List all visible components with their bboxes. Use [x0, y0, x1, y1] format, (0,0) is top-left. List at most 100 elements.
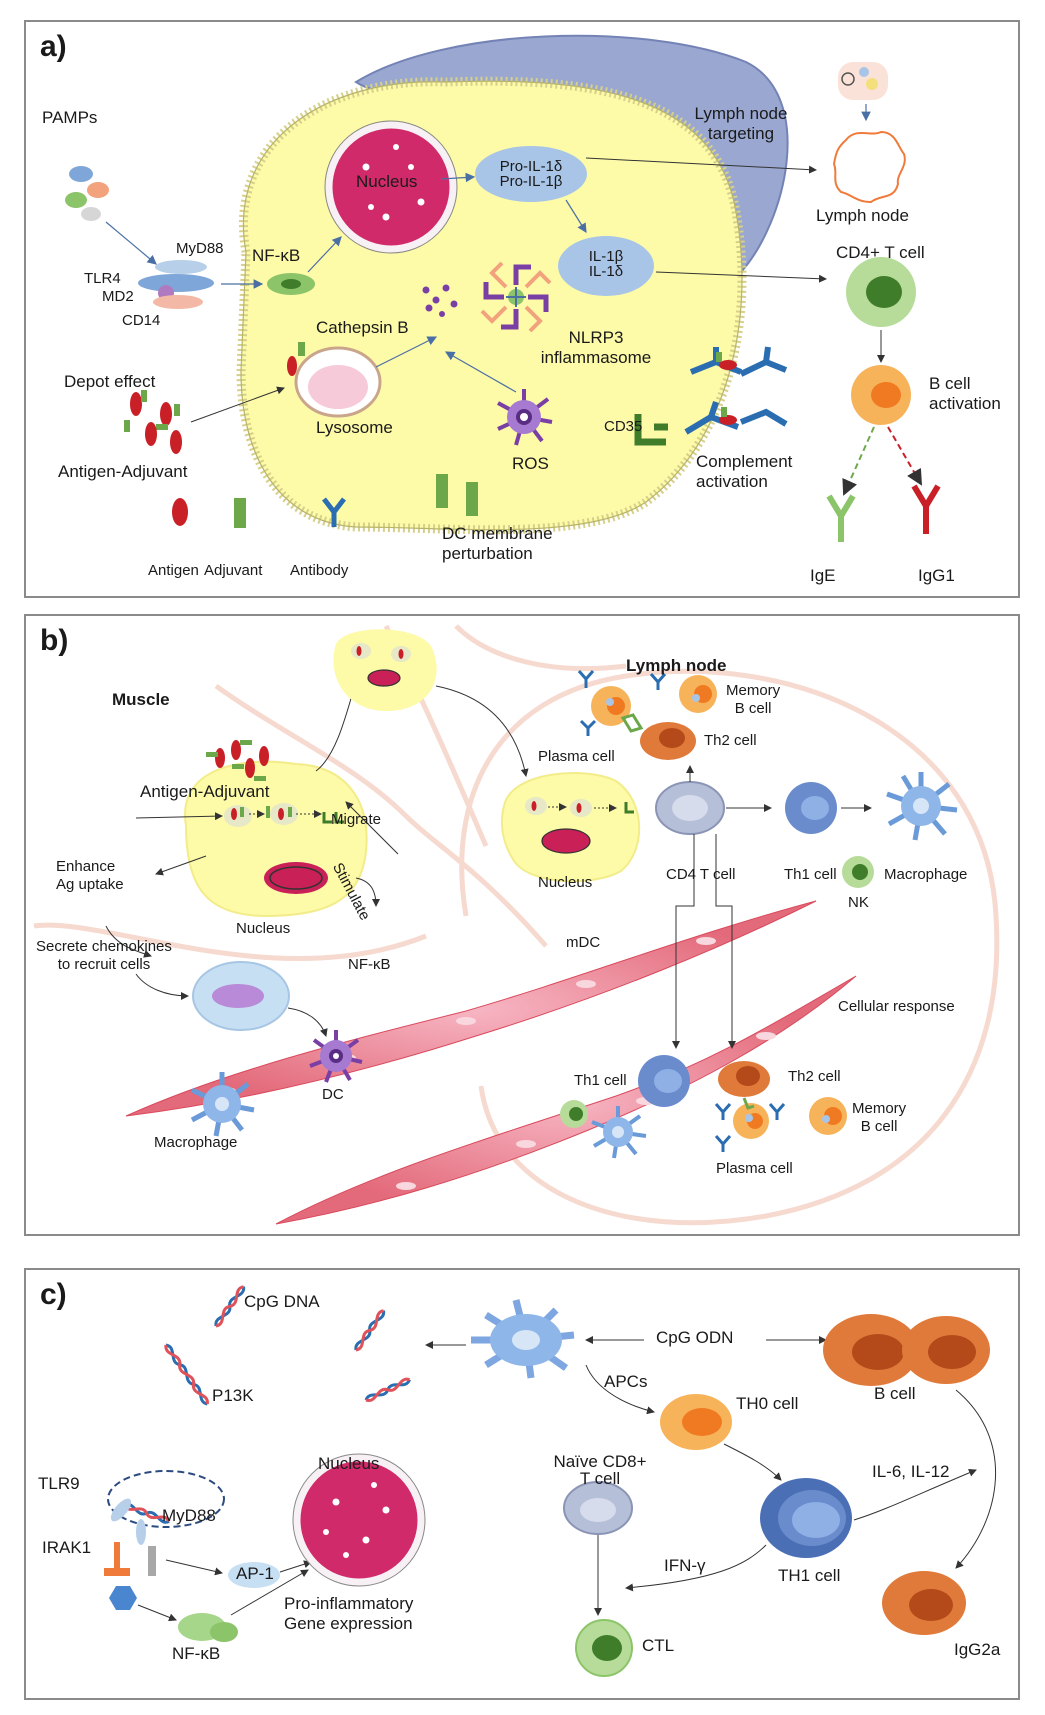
b-cell-line1: B cell — [929, 374, 971, 393]
ifn-gamma-label: IFN-γ — [664, 1556, 706, 1575]
memory-b-top-label: Memory B cell — [726, 682, 780, 718]
panel-b-graphics — [33, 624, 1000, 1226]
antigen-adjuvant-a-label: Antigen-Adjuvant — [58, 462, 188, 481]
irak1-label: IRAK1 — [42, 1538, 92, 1557]
md2-label: MD2 — [102, 288, 134, 305]
pro-il-label: Pro-IL-1δ Pro-IL-1β — [481, 158, 581, 191]
memory-b-bottom-line2: B cell — [860, 1118, 898, 1135]
lymph-node-mdc — [500, 772, 641, 883]
nfkb-b-label: NF-κB — [348, 956, 391, 973]
nlrp3-line1: NLRP3 — [568, 328, 624, 347]
apc-cell — [471, 1299, 575, 1379]
secrete-label: Secrete chemokines to recruit cells — [36, 938, 172, 974]
pro-inf-line1: Pro-inflammatory — [284, 1594, 414, 1613]
macrophage-left-label: Macrophage — [154, 1134, 238, 1151]
memory-b-top-line2: B cell — [734, 700, 772, 717]
nlrp3-label: NLRP3 inflammasome — [526, 328, 666, 369]
naive-cd8-label: Naïve CD8+ T cell — [536, 1452, 664, 1490]
th0-cell-label: TH0 cell — [736, 1394, 799, 1413]
nucleus-c-label: Nucleus — [318, 1454, 380, 1473]
lymph-node-boundary-b — [459, 668, 1000, 1226]
panel-a: a) PAMPs MyD88 TLR4 MD2 CD14 NF-κB Nucle… — [24, 20, 1020, 598]
lysosome-label: Lysosome — [316, 418, 393, 437]
macrophage-b-left — [190, 1072, 255, 1137]
lymph-targeting-line2: targeting — [707, 124, 775, 144]
il-label: IL-1β IL-1δ — [571, 248, 641, 281]
dc-b — [309, 1030, 363, 1083]
endosome — [107, 1470, 225, 1528]
enhance-line2: Ag uptake — [56, 876, 124, 893]
ap1-shape — [228, 1562, 280, 1588]
panel-c: c) CpG DNA P13K CpG ODN APCs TH0 cell B … — [24, 1268, 1020, 1700]
nlrp3-inflammasome — [480, 261, 552, 333]
ros-cell — [497, 389, 553, 446]
plasma-cell-bottom-label: Plasma cell — [716, 1160, 793, 1177]
macrophage-right-label: Macrophage — [884, 866, 968, 883]
depot-label: Depot effect — [64, 372, 156, 391]
b-cell-c-label: B cell — [874, 1384, 916, 1403]
myd88-label: MyD88 — [176, 240, 224, 257]
cd4-t-cell-a-label: CD4+ T cell — [836, 243, 925, 262]
cpg-dna-label: CpG DNA — [244, 1292, 320, 1311]
naive-line2: T cell — [579, 1469, 621, 1489]
dc-b-label: DC — [322, 1086, 344, 1103]
tlr4-receptor — [138, 274, 214, 292]
lymph-node-outline — [832, 130, 906, 204]
dc-cell-body — [236, 76, 747, 535]
b-cell-activation-label: B cell activation — [929, 374, 1001, 415]
nucleus-muscle-label: Nucleus — [236, 920, 291, 937]
panel-c-graphics — [104, 1285, 996, 1677]
th2-cell-bottom-label: Th2 cell — [788, 1068, 841, 1085]
tlr4-label: TLR4 — [84, 270, 121, 287]
th1-cell-top-label: Th1 cell — [784, 866, 837, 883]
memory-b-top-line1: Memory — [726, 682, 781, 699]
legend-antigen-label: Antigen — [148, 562, 199, 579]
il-line2: IL-1δ — [588, 263, 624, 280]
dc-membrane-line1: DC membrane — [442, 524, 553, 543]
cathepsin-label: Cathepsin B — [316, 318, 409, 337]
nucleus-lymph-label: Nucleus — [538, 874, 593, 891]
il6-il12-label: IL-6, IL-12 — [872, 1462, 950, 1481]
myd88-c-label: MyD88 — [162, 1506, 216, 1525]
pro-inflammatory-label: Pro-inflammatory Gene expression — [284, 1594, 413, 1635]
th2-cell-top-label: Th2 cell — [704, 732, 757, 749]
panel-a-graphics — [65, 34, 941, 542]
cd35-label: CD35 — [604, 418, 643, 435]
cd14-label: CD14 — [122, 312, 161, 329]
muscle-fibers — [125, 900, 857, 1225]
memory-b-bottom-line1: Memory — [852, 1100, 907, 1117]
lymph-targeting-label: Lymph node targeting — [666, 104, 816, 145]
naive-line1: Naïve CD8+ — [553, 1452, 647, 1471]
tlr9-receptor — [110, 1498, 132, 1522]
legend-adjuvant-label: Adjuvant — [204, 562, 263, 579]
nfkb-a-label: NF-κB — [252, 246, 301, 265]
antigen-adjuvant-b-label: Antigen-Adjuvant — [140, 782, 270, 801]
th1-cell-c-label: TH1 cell — [778, 1566, 841, 1585]
macrophage-b-right — [886, 772, 958, 841]
ros-label: ROS — [512, 454, 549, 473]
pro-il-line1: Pro-IL-1δ — [499, 158, 563, 175]
panel-b-letter: b) — [40, 624, 69, 657]
tlr9-label: TLR9 — [38, 1474, 80, 1493]
ige-label: IgE — [810, 566, 836, 585]
enhance-line1: Enhance — [56, 858, 116, 875]
panel-a-letter: a) — [40, 30, 67, 63]
muscle-label: Muscle — [112, 690, 170, 709]
nucleus-a — [325, 121, 457, 253]
il-line1: IL-1β — [588, 248, 624, 265]
legend-antibody-label: Antibody — [290, 562, 349, 579]
cd4-t-cell-b-label: CD4 T cell — [666, 866, 736, 883]
complement-line2: activation — [696, 472, 768, 492]
cpg-dna-helices — [122, 1285, 411, 1524]
apcs-label: APCs — [604, 1372, 648, 1391]
nlrp3-line2: inflammasome — [540, 348, 652, 368]
dc-membrane-label: DC membrane perturbation — [442, 524, 553, 565]
th1-cell-bottom-label: Th1 cell — [574, 1072, 627, 1089]
pro-il-line2: Pro-IL-1β — [499, 173, 563, 190]
pamps-label: PAMPs — [42, 108, 98, 127]
enhance-label: Enhance Ag uptake — [56, 858, 124, 894]
lymph-node-a-label: Lymph node — [816, 206, 909, 225]
igg2a-label: IgG2a — [954, 1640, 1001, 1659]
secrete-line2: to recruit cells — [57, 956, 151, 973]
nucleus-c — [293, 1454, 425, 1586]
